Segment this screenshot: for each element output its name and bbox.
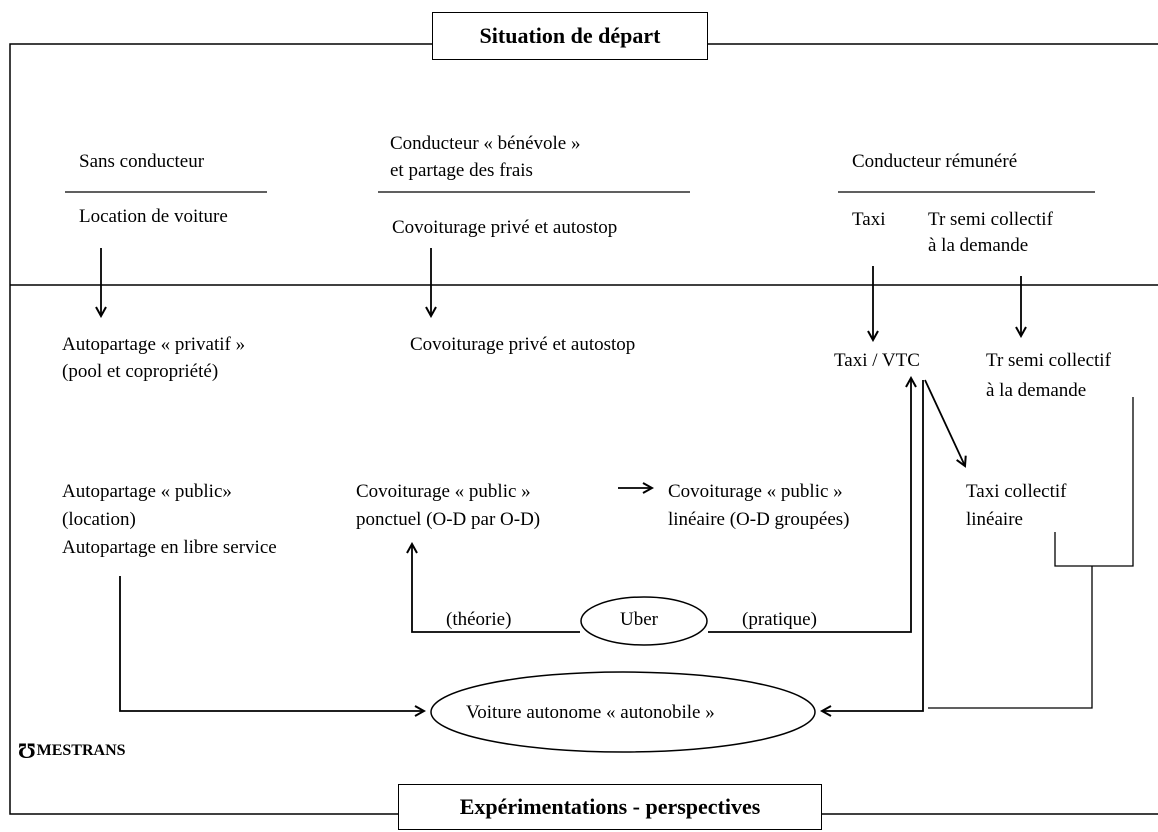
voiture-autonome-ellipse: [430, 671, 816, 753]
col3-item-taxi: Taxi: [852, 209, 886, 230]
uber-ellipse: [580, 596, 708, 646]
arrow-vtc-taxi-collectif: [924, 379, 965, 466]
mestrans-logo-icon: Ʊ: [18, 738, 36, 763]
autopartage-public-line2: (location): [62, 509, 136, 530]
autopartage-public-line1: Autopartage « public»: [62, 481, 232, 502]
mestrans-logo: Ʊ MESTRANS: [18, 738, 126, 764]
covoiturage-prive: Covoiturage privé et autostop: [410, 334, 636, 355]
label-pratique: (pratique): [742, 609, 817, 630]
bracket-right: [1054, 397, 1134, 567]
arrow-uber-theorie: [412, 544, 580, 633]
autopartage-privatif-line1: Autopartage « privatif »: [62, 334, 246, 355]
header-title-box: Situation de départ: [432, 12, 708, 60]
bracket-down: [928, 566, 1093, 709]
footer-title: Expérimentations - perspectives: [459, 794, 761, 819]
covoit-lineaire-line1: Covoiturage « public »: [668, 481, 843, 502]
col3-heading: Conducteur rémunéré: [852, 151, 1018, 172]
tr-semi-line1: Tr semi collectif: [986, 350, 1111, 371]
voiture-autonome: Voiture autonome « autonobile »: [466, 702, 715, 723]
col1-heading: Sans conducteur: [79, 151, 205, 172]
taxi-collectif-line2: linéaire: [966, 509, 1023, 530]
col2-item: Covoiturage privé et autostop: [392, 217, 618, 238]
taxi-vtc: Taxi / VTC: [834, 350, 920, 371]
col3-item-trsemi-line1: Tr semi collectif: [928, 209, 1053, 230]
mestrans-logo-text: MESTRANS: [36, 742, 126, 759]
covoit-lineaire-line2: linéaire (O-D groupées): [668, 509, 850, 530]
header-title: Situation de départ: [479, 23, 661, 48]
arrow-vtc-voiture: [822, 380, 924, 711]
autopartage-privatif-line2: (pool et copropriété): [62, 361, 219, 382]
taxi-collectif-line1: Taxi collectif: [966, 481, 1067, 502]
covoit-ponctuel-line1: Covoiturage « public »: [356, 481, 531, 502]
arrow-autopartage-voiture: [119, 576, 424, 711]
covoit-ponctuel-line2: ponctuel (O-D par O-D): [356, 509, 541, 530]
col2-heading-line1: Conducteur « bénévole »: [390, 133, 581, 154]
label-uber: Uber: [620, 609, 658, 630]
label-theorie: (théorie): [446, 609, 512, 630]
arrow-uber-pratique: [708, 378, 911, 633]
footer-title-box: Expérimentations - perspectives: [398, 784, 822, 830]
col2-heading-line2: et partage des frais: [390, 160, 533, 181]
col3-item-trsemi-line2: à la demande: [928, 235, 1029, 256]
tr-semi-line2: à la demande: [986, 380, 1087, 401]
autopartage-public-line3: Autopartage en libre service: [62, 537, 277, 558]
col1-item: Location de voiture: [79, 206, 228, 227]
